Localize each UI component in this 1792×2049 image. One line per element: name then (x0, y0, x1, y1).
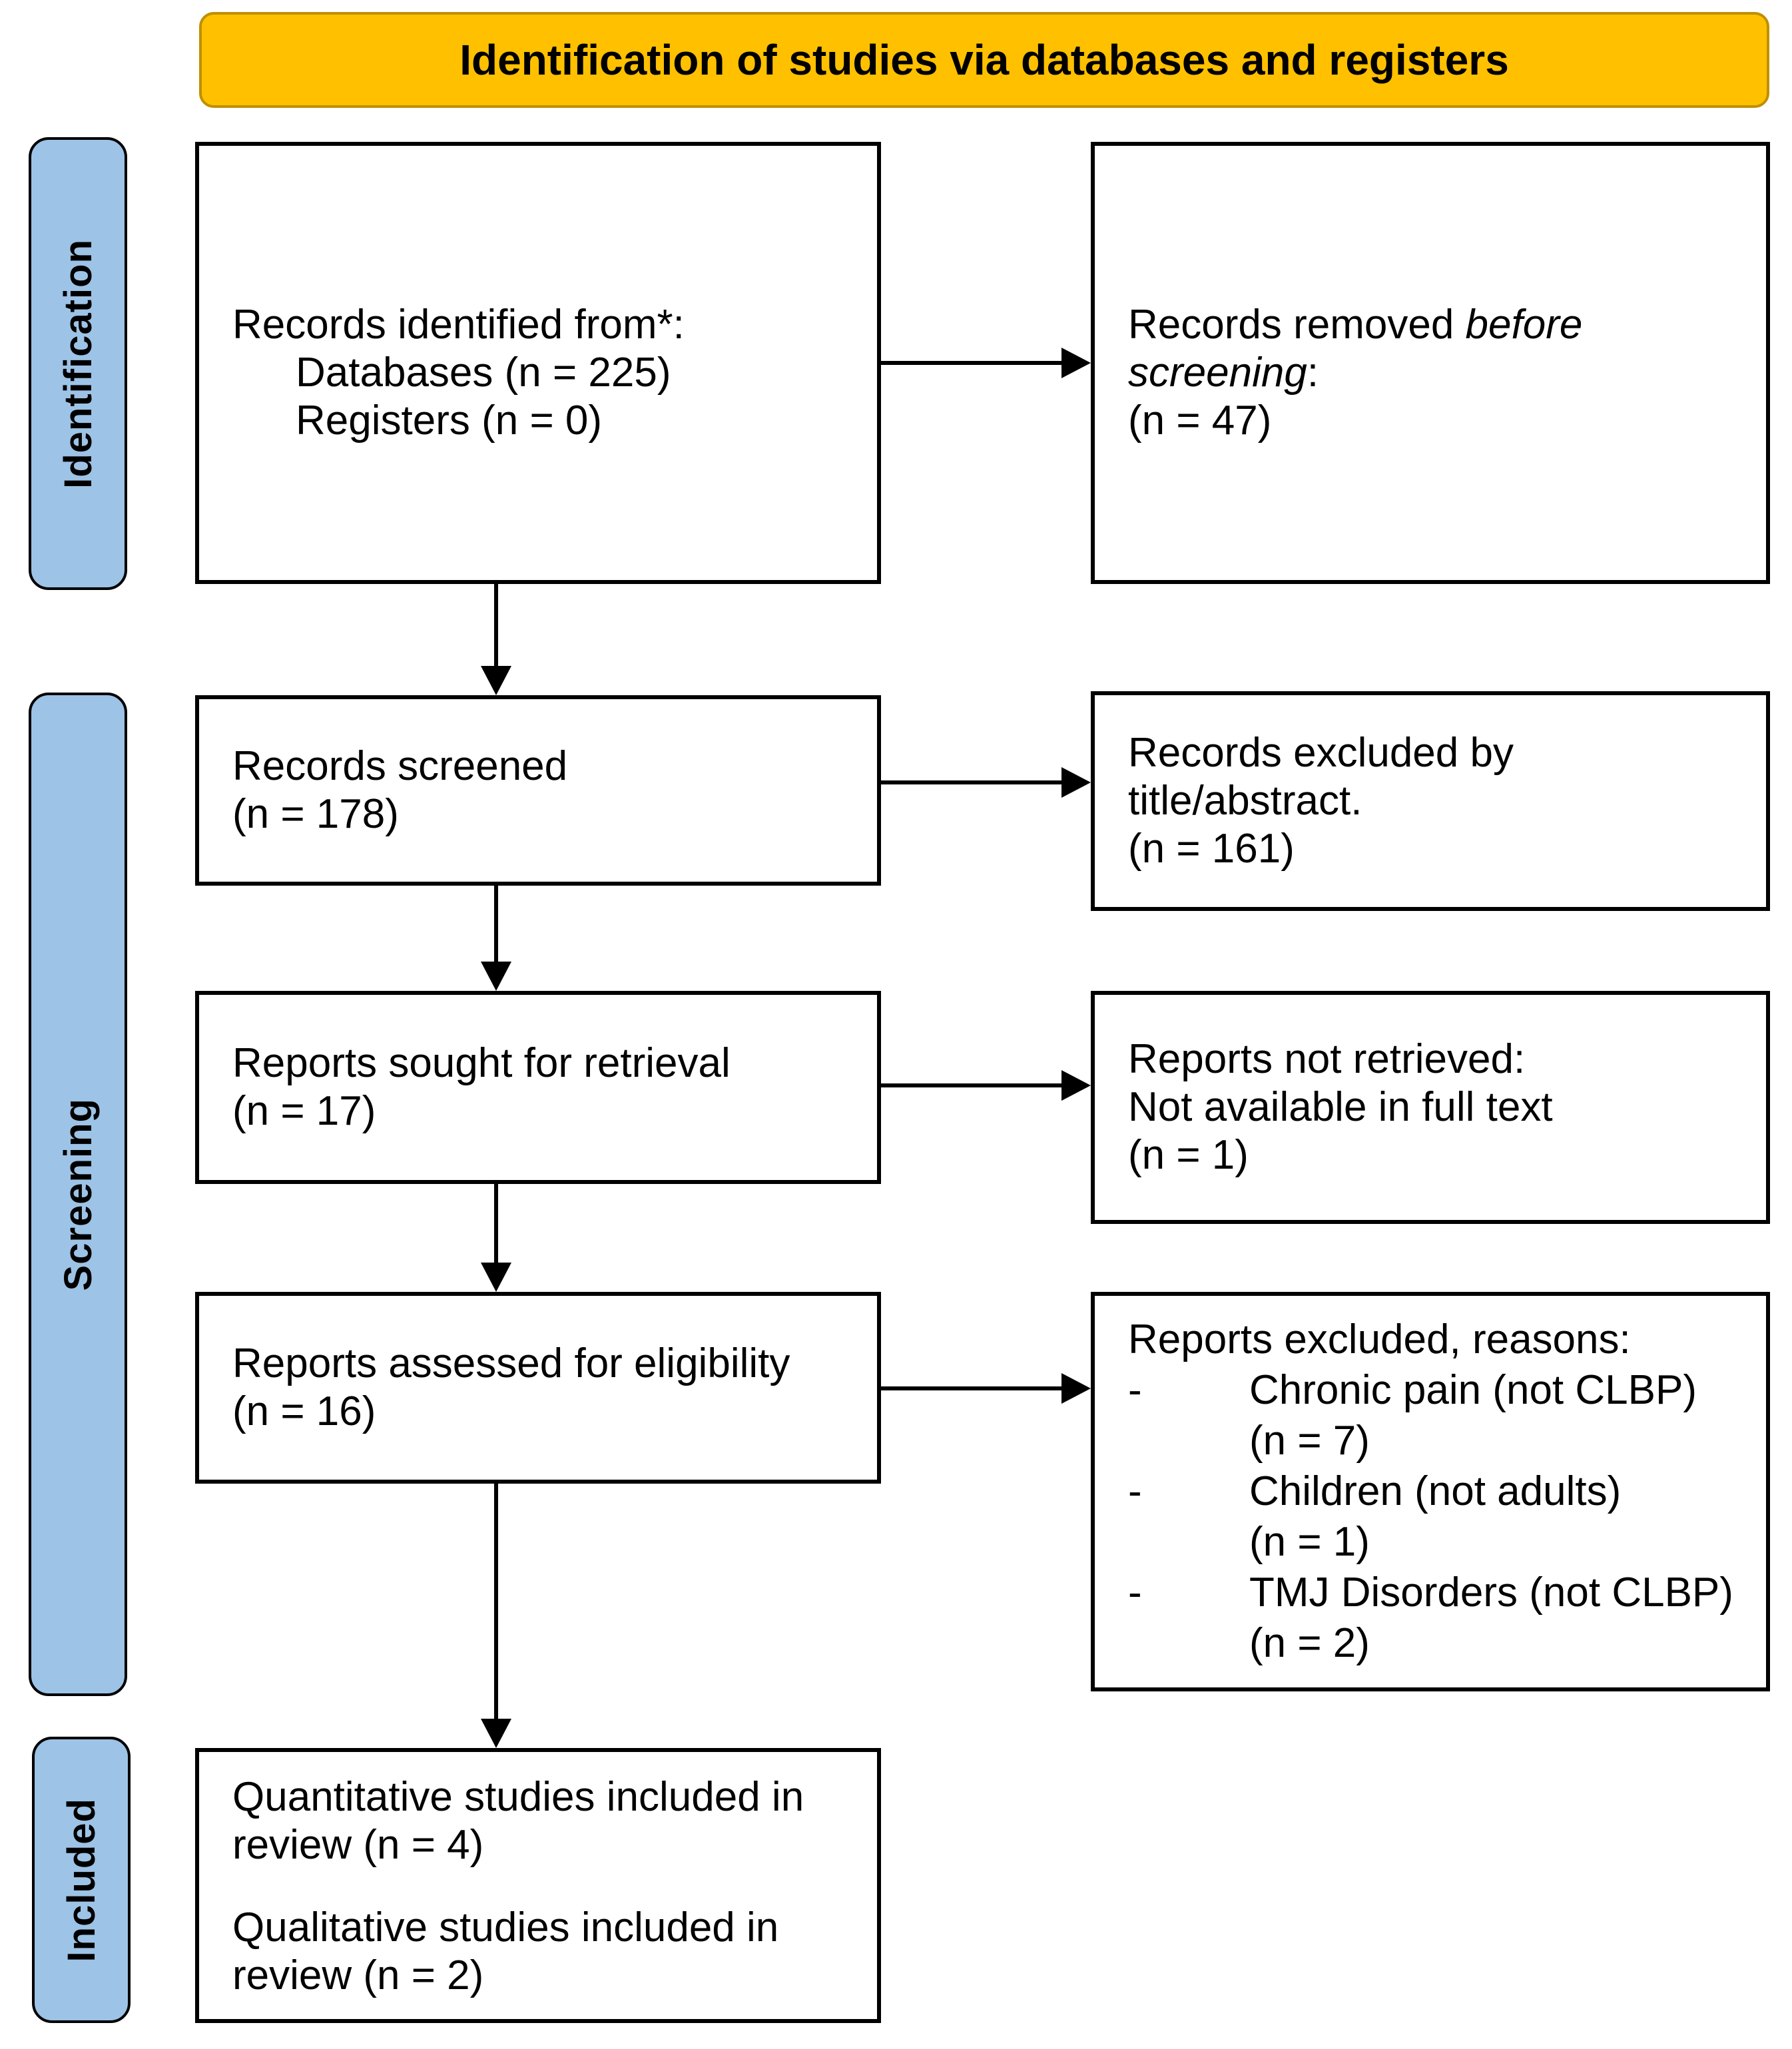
exclusion-reason-label: TMJ Disorders (not CLBP) (1249, 1570, 1733, 1615)
arrow-identified-to-screened (481, 584, 511, 695)
arrow-assessed-to-excluded (881, 1373, 1091, 1404)
records-screened-title: Records screened (232, 743, 568, 789)
exclusion-reason-chronic-pain: - Chronic pain (not CLBP) (n = 7) (1128, 1365, 1747, 1466)
box-reports-not-retrieved: Reports not retrieved: Not available in … (1091, 991, 1770, 1224)
reports-not-retrieved-title: Reports not retrieved: (1128, 1036, 1526, 1082)
exclusion-reason-count: (n = 7) (1249, 1418, 1370, 1464)
reports-excluded-title: Reports excluded, reasons: (1128, 1317, 1631, 1362)
bullet-dash: - (1128, 1570, 1142, 1615)
records-excluded-line1: Records excluded by (1128, 730, 1514, 776)
exclusion-reason-count: (n = 2) (1249, 1620, 1370, 1666)
arrow-screened-to-sought (481, 886, 511, 991)
exclusion-reason-label: Children (not adults) (1249, 1468, 1622, 1514)
quantitative-included-line2: review (n = 4) (232, 1822, 484, 1868)
box-records-identified: Records identified from*: Databases (n =… (195, 142, 881, 584)
arrow-sought-to-assessed (481, 1184, 511, 1292)
box-records-excluded-title-abstract: Records excluded by title/abstract. (n =… (1091, 691, 1770, 911)
header-banner: Identification of studies via databases … (199, 12, 1769, 108)
box-reports-excluded-reasons: Reports excluded, reasons: - Chronic pai… (1091, 1292, 1770, 1691)
stage-screening: Screening (29, 693, 127, 1696)
exclusion-reason-count: (n = 1) (1249, 1519, 1370, 1565)
records-screened-count: (n = 178) (232, 791, 399, 837)
header-title: Identification of studies via databases … (459, 36, 1509, 84)
quantitative-included-line1: Quantitative studies included in (232, 1774, 804, 1820)
bullet-dash: - (1128, 1367, 1142, 1413)
qualitative-included-line1: Qualitative studies included in (232, 1904, 779, 1950)
paragraph-gap (232, 1869, 858, 1904)
reports-sought-title: Reports sought for retrieval (232, 1040, 731, 1086)
stage-identification: Identification (29, 137, 127, 590)
exclusion-reason-tmj: - TMJ Disorders (not CLBP) (n = 2) (1128, 1568, 1747, 1669)
stage-identification-label: Identification (56, 238, 100, 489)
reports-not-retrieved-count: (n = 1) (1128, 1132, 1249, 1178)
stage-included: Included (32, 1737, 131, 2023)
reports-sought-count: (n = 17) (232, 1088, 376, 1134)
arrow-sought-to-not-retrieved (881, 1070, 1091, 1101)
box-included-studies: Quantitative studies included in review … (195, 1748, 881, 2023)
reports-not-retrieved-line2: Not available in full text (1128, 1084, 1553, 1130)
arrow-identified-to-removed (881, 348, 1091, 378)
exclusion-reason-children: - Children (not adults) (n = 1) (1128, 1466, 1747, 1568)
records-removed-line1: Records removed before (1128, 302, 1583, 348)
exclusion-reason-label: Chronic pain (not CLBP) (1249, 1367, 1697, 1413)
records-excluded-count: (n = 161) (1128, 826, 1295, 872)
records-removed-line2: screening: (1128, 350, 1319, 396)
stage-screening-label: Screening (56, 1097, 100, 1291)
bullet-dash: - (1128, 1468, 1142, 1514)
reports-assessed-count: (n = 16) (232, 1388, 376, 1434)
records-excluded-line2: title/abstract. (1128, 778, 1362, 824)
box-records-removed: Records removed before screening: (n = 4… (1091, 142, 1770, 584)
records-identified-registers: Registers (n = 0) (296, 398, 603, 443)
box-records-screened: Records screened (n = 178) (195, 695, 881, 886)
box-reports-assessed: Reports assessed for eligibility (n = 16… (195, 1292, 881, 1484)
stage-included-label: Included (59, 1797, 103, 1962)
records-identified-title: Records identified from*: (232, 302, 685, 348)
arrow-assessed-to-included (481, 1484, 511, 1748)
qualitative-included-line2: review (n = 2) (232, 1952, 484, 1998)
arrow-screened-to-excluded (881, 767, 1091, 798)
records-removed-count: (n = 47) (1128, 398, 1272, 443)
reports-assessed-title: Reports assessed for eligibility (232, 1340, 790, 1386)
records-identified-databases: Databases (n = 225) (296, 350, 671, 396)
box-reports-sought: Reports sought for retrieval (n = 17) (195, 991, 881, 1184)
